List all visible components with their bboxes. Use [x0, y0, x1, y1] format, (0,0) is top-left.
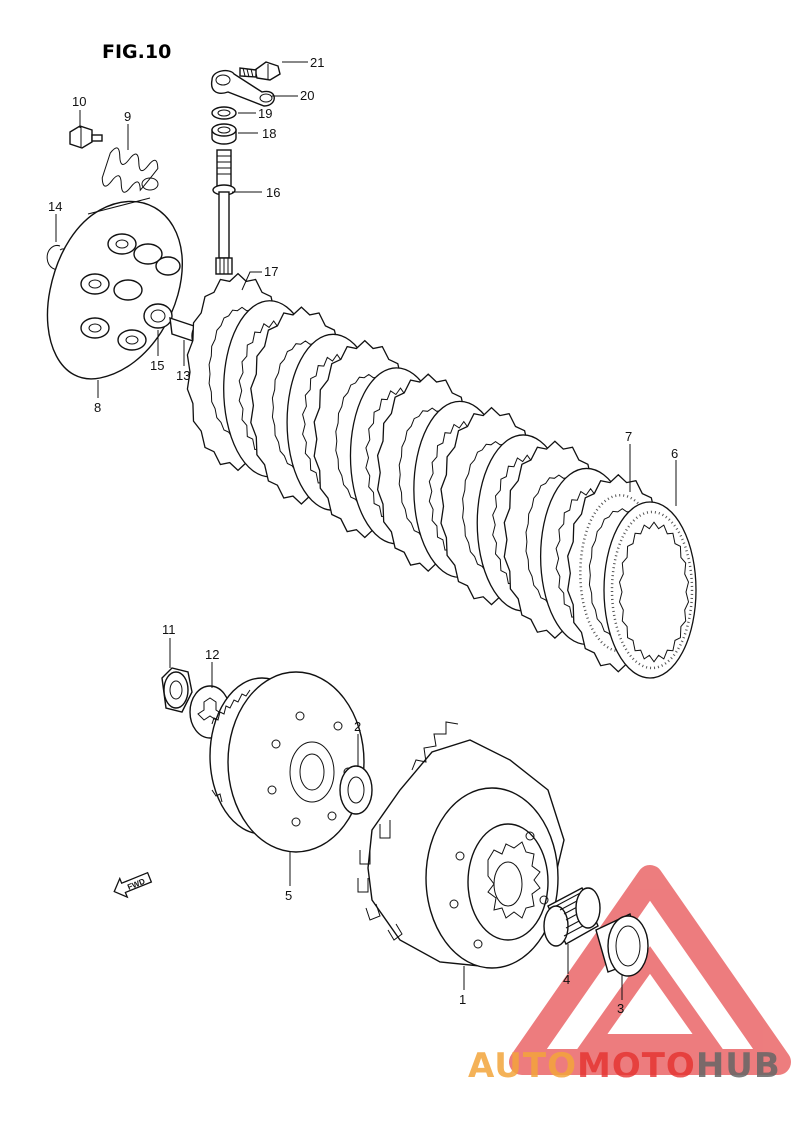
callout-17: 17 — [264, 264, 278, 279]
watermark-hub: HUB — [695, 1046, 781, 1086]
figure-title: FIG.10 — [102, 41, 171, 63]
part-15-bearing — [143, 303, 173, 329]
watermark-wordmark: AUTOMOTOHUB — [468, 1046, 798, 1096]
fwd-direction-arrow: FWD — [113, 871, 153, 899]
part-16-release-shaft — [212, 149, 236, 275]
part-8-pressure-plate — [46, 197, 183, 380]
callout-13: 13 — [176, 368, 190, 383]
callout-11: 11 — [162, 622, 176, 637]
watermark-triangle — [509, 865, 791, 1075]
callout-18: 18 — [262, 126, 276, 141]
watermark-auto: AUTO — [468, 1046, 577, 1086]
leader-lines — [55, 61, 677, 1000]
callout-4: 4 — [563, 972, 570, 987]
callout-8: 8 — [94, 400, 101, 415]
callout-6: 6 — [671, 446, 678, 461]
watermark-moto: MOTO — [576, 1046, 696, 1086]
callout-21: 21 — [310, 55, 324, 70]
callout-16: 16 — [266, 185, 280, 200]
part-1-clutch-housing — [357, 721, 565, 969]
callout-14: 14 — [48, 199, 62, 214]
part-2-thrust-washer — [339, 765, 373, 815]
part-20-release-arm — [210, 69, 275, 107]
part-11-nut — [161, 667, 193, 713]
callout-numbers: 21 20 19 18 16 17 10 9 14 8 15 13 7 6 11… — [48, 55, 678, 1016]
callout-15: 15 — [150, 358, 164, 373]
drive-plate — [603, 501, 697, 679]
callout-12: 12 — [205, 647, 219, 662]
part-5-clutch-sleeve-hub — [209, 671, 365, 853]
part-4-needle-bearing — [543, 887, 601, 947]
callout-10: 10 — [72, 94, 86, 109]
callout-3: 3 — [617, 1001, 624, 1016]
callout-7: 7 — [625, 429, 632, 444]
callout-2: 2 — [354, 719, 361, 734]
callout-1: 1 — [459, 992, 466, 1007]
pressure-plate-bosses — [80, 233, 181, 351]
part-21-bolt — [239, 61, 281, 81]
fwd-label: FWD — [126, 877, 146, 892]
callout-20: 20 — [300, 88, 314, 103]
part-19-oil-seal — [211, 106, 237, 120]
part-10-bolt — [69, 125, 103, 149]
callout-9: 9 — [124, 109, 131, 124]
part-9-clutch-spring — [101, 147, 159, 193]
part-18-bearing — [211, 123, 237, 145]
callout-5: 5 — [285, 888, 292, 903]
part-3-spacer — [595, 912, 649, 977]
clutch-plate-stack — [186, 272, 697, 679]
callout-19: 19 — [258, 106, 272, 121]
